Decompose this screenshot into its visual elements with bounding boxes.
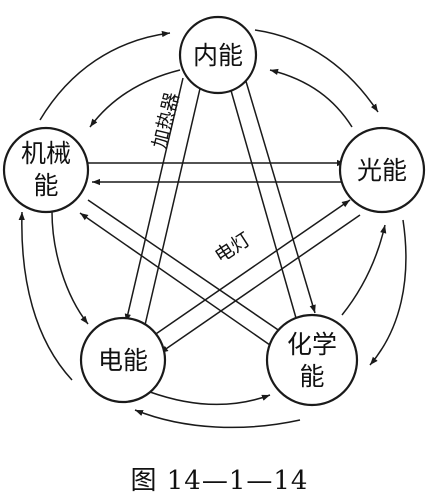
arc-light-to-internal <box>269 68 353 128</box>
line-internal-to-chemical <box>244 77 316 314</box>
line-chemical-to-internal <box>227 79 297 319</box>
arc-chemical-to-light <box>341 224 387 316</box>
arc-mechanical-to-internal <box>39 30 171 121</box>
line-chemical-to-mechanical <box>79 212 281 353</box>
line-light-to-electric <box>159 214 361 354</box>
node-internal-label: 内能 <box>193 41 243 70</box>
arc-mechanical-to-electric <box>51 211 89 325</box>
arc-electric-to-mechanical <box>18 211 73 381</box>
node-mechanical-label-line1: 机械 <box>21 139 71 168</box>
line-electric-to-light <box>149 199 351 339</box>
arc-chemical-to-electric <box>134 409 301 429</box>
figure-caption: 图 14—1—14 <box>130 466 309 496</box>
node-chemical-label-line2: 能 <box>299 362 324 391</box>
arc-light-to-chemical <box>369 219 407 366</box>
label-heater: 加热器 <box>149 90 184 151</box>
arc-electric-to-chemical <box>149 391 271 406</box>
node-chemical-label-line1: 化学 <box>287 330 337 359</box>
node-light-label: 光能 <box>357 156 407 185</box>
node-electric-label: 电能 <box>98 346 148 375</box>
node-mechanical-energy: 机械 能 <box>2 126 90 214</box>
line-internal-to-electric <box>124 77 184 323</box>
line-mechanical-to-chemical <box>87 199 291 339</box>
node-internal-energy: 内能 <box>178 15 258 95</box>
node-light-energy: 光能 <box>338 126 426 214</box>
arc-internal-to-light <box>254 29 379 113</box>
node-mechanical-label-line2: 能 <box>33 171 58 200</box>
arc-internal-to-mechanical <box>89 69 181 128</box>
node-electric-energy: 电能 <box>79 316 167 404</box>
label-lamp: 电灯 <box>211 228 255 267</box>
node-chemical-energy: 化学 能 <box>265 313 359 407</box>
line-electric-to-internal <box>144 79 204 326</box>
